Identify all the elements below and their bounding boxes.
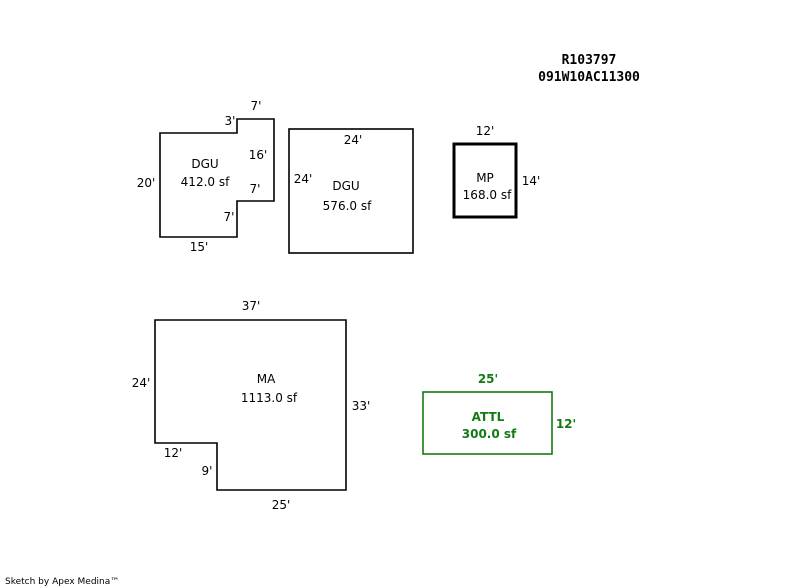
attl-outline [422,391,553,455]
attl-dim-top: 25' [478,372,498,386]
ma-outline [154,319,347,491]
dgu-right-code: DGU [332,179,359,193]
dgu-left-dim-bottom: 15' [190,240,209,254]
dgu-left-dim-notch-top: 7' [250,182,261,196]
dgu-left-dim-top-long: 7' [251,99,262,113]
ma-dim-top: 37' [242,299,261,313]
ma-code: MA [257,372,276,386]
mp-area: 168.0 sf [463,188,512,202]
attl-area: 300.0 sf [462,427,517,441]
mp-outline [452,142,518,219]
dgu-left-dim-right-upper: 16' [249,148,268,162]
area-dgu-right: DGU 576.0 sf 24' 24' [288,128,414,254]
dgu-right-dim-left: 24' [294,172,313,186]
dgu-right-dim-top: 24' [344,133,363,147]
dgu-left-dim-top-short: 3' [225,114,236,128]
dgu-right-outline [288,128,414,254]
ma-dim-right: 33' [352,399,371,413]
ma-dim-notch-top: 12' [164,446,183,460]
area-ma: MA 1113.0 sf 37' 24' 33' 12' 9' 25' [132,299,371,512]
dgu-left-code: DGU [191,157,218,171]
sketch-credit: Sketch by Apex Medina™ [5,577,119,587]
ma-dim-notch-side: 9' [202,464,213,478]
ma-dim-left: 24' [132,376,151,390]
area-mp: MP 168.0 sf 12' 14' [452,124,541,219]
ma-dim-bottom: 25' [272,498,291,512]
attl-dim-right: 12' [556,417,576,431]
map-number: 091W10AC11300 [538,70,640,85]
dgu-left-area: 412.0 sf [181,175,230,189]
mp-dim-right: 14' [522,174,541,188]
attl-code: ATTL [472,410,505,424]
dgu-right-area: 576.0 sf [323,199,372,213]
parcel-id: R103797 [562,53,617,68]
ma-area: 1113.0 sf [241,391,298,405]
dgu-left-outline [159,118,275,238]
mp-code: MP [476,171,494,185]
area-dgu-left: DGU 412.0 sf 3' 7' 20' 16' 7' 7' 15' [137,99,275,254]
dgu-left-dim-left: 20' [137,176,156,190]
area-attl: ATTL 300.0 sf 25' 12' [422,372,576,455]
mp-dim-top: 12' [476,124,495,138]
dgu-left-dim-notch-side: 7' [224,210,235,224]
